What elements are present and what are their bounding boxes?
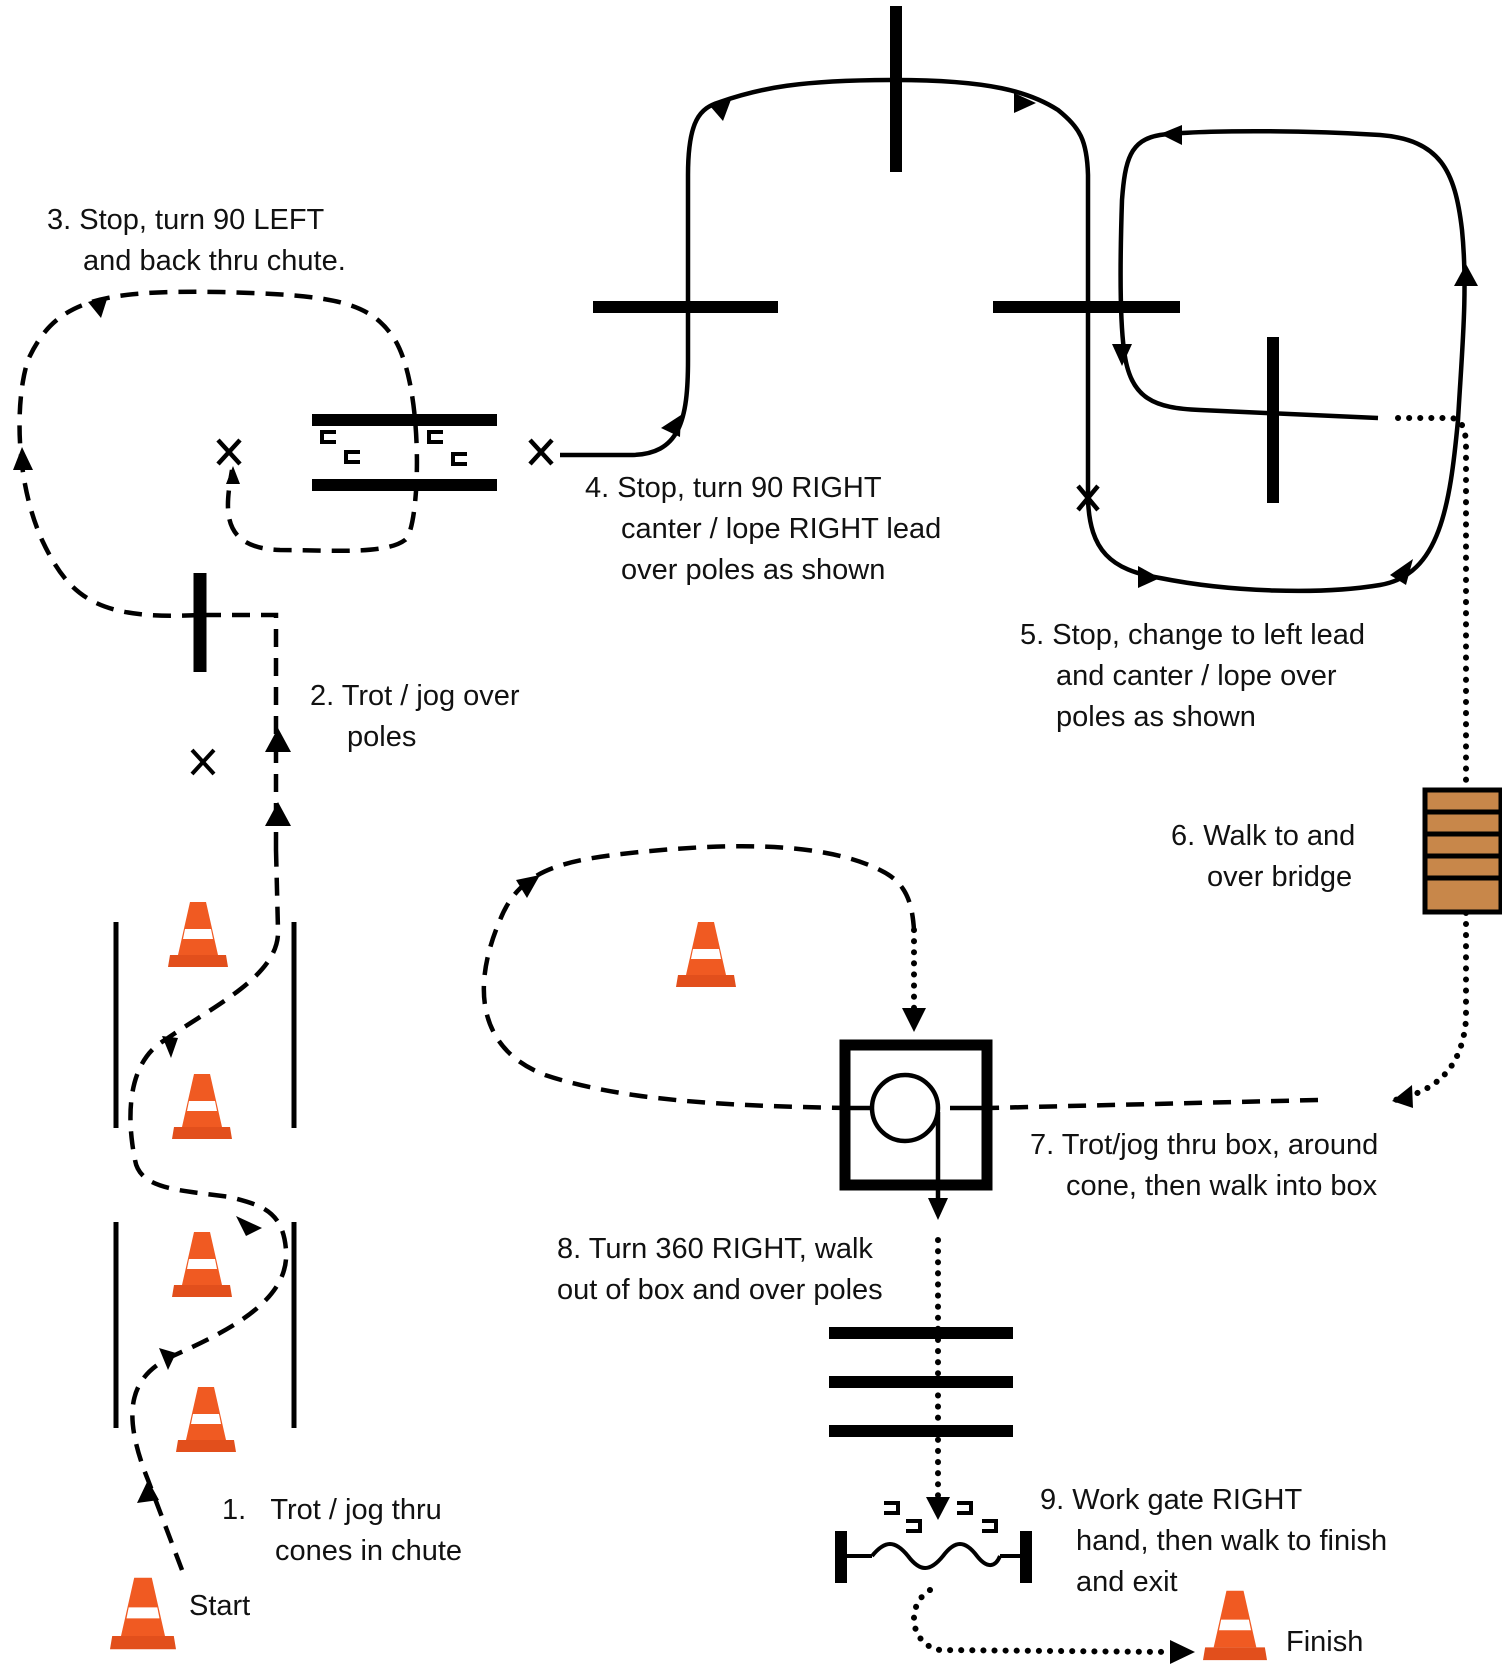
arrowheads-step5 [1112,125,1478,588]
step-2-label: 2. Trot / jog over poles [310,680,520,753]
cone-icon [176,1387,236,1452]
arrowheads-step7 [516,875,540,898]
step-6-label: 6. Walk to and over bridge [1171,820,1356,893]
finish-label: Finish [1286,1626,1364,1658]
cone-icon [172,1074,232,1139]
arrowhead-step7-walk [902,1008,926,1032]
arrowheads-step1 [137,1036,262,1503]
arrowhead-step6 [1392,1085,1413,1108]
box [839,1039,993,1220]
arrowheads-step3 [13,296,240,484]
cone-icon [676,922,736,987]
arrowheads-step2 [265,728,291,826]
arrowhead-step9 [1170,1640,1195,1664]
x-mark [190,748,216,776]
start-label: Start [189,1590,251,1622]
step-4-label: 4. Stop, turn 90 RIGHT canter / lope RIG… [585,472,942,586]
x-mark [528,438,554,466]
step-5-label: 5. Stop, change to left lead and canter … [1020,619,1366,733]
chute-cones [168,902,236,1452]
step-8-label: 8. Turn 360 RIGHT, walk out of box and o… [557,1233,883,1306]
start-cone-icon [110,1577,176,1650]
path-step6-dotted [1392,415,1469,1103]
path-step5 [1085,129,1467,594]
path-step2 [200,612,279,850]
chute-walls [113,922,297,1428]
step-3-label: 3. Stop, turn 90 LEFT and back thru chut… [47,204,346,277]
gate [835,1531,1032,1583]
arrowheads-step4 [661,93,1036,437]
hoofprint-icons [884,1501,998,1533]
x-mark [216,438,242,466]
path-step7 [481,844,1319,1111]
hoofprint-icons [320,430,467,466]
path-step3-loop [17,289,420,618]
step-1-label: 1. Trot / jog thru cones in chute [222,1494,463,1567]
bridge [1422,787,1502,915]
x-mark [1076,484,1100,512]
arrowhead-step8 [926,1497,950,1520]
cone-icon [168,902,228,967]
step-7-label: 7. Trot/jog thru box, around cone, then … [1030,1129,1379,1202]
path-step9-dotted [911,1587,1173,1655]
walk-poles [829,1327,1013,1437]
cone-icon [172,1232,232,1297]
back-through-chute [312,414,497,491]
lope-poles [593,6,1180,313]
step-9-label: 9. Work gate RIGHT hand, then walk to fi… [1040,1484,1388,1598]
path-step4 [560,77,1091,500]
